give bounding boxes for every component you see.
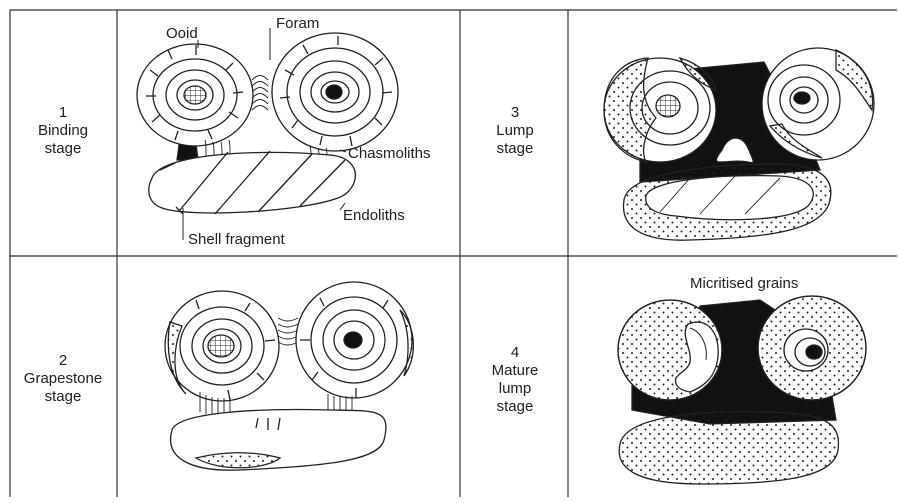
shell-fragment <box>171 410 386 471</box>
stage-2-illustration <box>165 282 413 470</box>
stage-4-illustration <box>618 296 866 484</box>
stage-name-line: stage <box>460 398 570 416</box>
ooid-left <box>137 44 253 146</box>
stage-name-line: stage <box>8 388 118 406</box>
stage-number: 1 <box>8 104 118 122</box>
stage-name-line: Mature <box>460 362 570 380</box>
binding-filaments <box>278 318 298 345</box>
ooid-right <box>272 33 398 151</box>
stage-2-label: 2 Grapestone stage <box>8 352 118 406</box>
stage-3-illustration <box>604 48 874 240</box>
stage-name-line: stage <box>8 140 118 158</box>
label-foram: Foram <box>276 16 319 32</box>
ooid-right <box>296 282 413 398</box>
stage-name-line: Grapestone <box>8 370 118 388</box>
stage-number: 4 <box>460 344 570 362</box>
label-micritised-grains: Micritised grains <box>690 276 798 292</box>
stage-name-line: Lump <box>460 122 570 140</box>
label-shell-fragment: Shell fragment <box>188 232 285 248</box>
label-endoliths: Endoliths <box>343 208 405 224</box>
micritised-grain-right <box>758 296 866 400</box>
ooid-left <box>165 291 279 401</box>
stage-3-label: 3 Lump stage <box>460 104 570 158</box>
micritised-grain-left <box>618 300 722 400</box>
ooid-right <box>762 48 874 160</box>
stage-4-label: 4 Mature lump stage <box>460 344 570 416</box>
stage-number: 2 <box>8 352 118 370</box>
ooid-left <box>604 58 716 162</box>
foram-filaments <box>252 76 268 111</box>
label-ooid: Ooid <box>166 26 198 42</box>
micritised-grain-lower <box>619 412 838 484</box>
stage-1-label: 1 Binding stage <box>8 104 118 158</box>
label-chasmoliths: Chasmoliths <box>348 146 431 162</box>
stage-name-line: lump <box>460 380 570 398</box>
stage-name-line: stage <box>460 140 570 158</box>
stage-name-line: Binding <box>8 122 118 140</box>
stage-number: 3 <box>460 104 570 122</box>
